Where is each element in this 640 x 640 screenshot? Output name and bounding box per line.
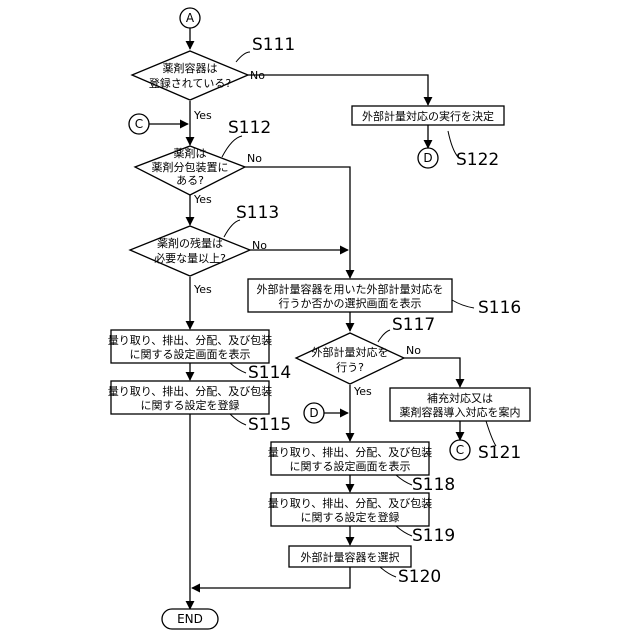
step-label-s122: S122 — [456, 150, 499, 170]
leader-line — [222, 136, 242, 157]
process-text: 量り取り、排出、分配、及び包装 — [268, 445, 433, 459]
process-text: 補充対応又は — [427, 391, 493, 405]
decision-text: 外部計量対応を — [312, 345, 389, 359]
step-label-s111: S111 — [252, 35, 295, 55]
decision-text: 必要な量以上? — [154, 252, 226, 265]
process-text: 外部計量対応の実行を決定 — [362, 109, 494, 123]
no-label: No — [252, 239, 267, 252]
leader-line — [380, 567, 396, 577]
decision-text: 行う? — [336, 361, 364, 374]
yes-label: Yes — [193, 109, 212, 122]
process-s118: 量り取り、排出、分配、及び包装 に関する設定画面を表示 — [268, 442, 433, 475]
end-terminator: END — [162, 609, 218, 629]
end-label: END — [177, 612, 203, 626]
process-text: 量り取り、排出、分配、及び包装 — [108, 384, 273, 398]
yes-label: Yes — [193, 193, 212, 206]
decision-text: 登録されている? — [149, 76, 232, 90]
process-text: に関する設定画面を表示 — [290, 459, 411, 473]
connector-label: D — [423, 151, 432, 165]
process-text: 薬剤容器導入対応を案内 — [400, 405, 521, 419]
step-label-s114: S114 — [248, 363, 291, 383]
process-text: 量り取り、排出、分配、及び包装 — [108, 333, 273, 347]
decision-text: 薬剤分包装置に — [152, 160, 229, 174]
leader-line — [230, 414, 246, 425]
step-label-s118: S118 — [412, 475, 455, 495]
process-s116: 外部計量容器を用いた外部計量対応を 行うか否かの選択画面を表示 — [248, 279, 452, 312]
connector-d-exit: D — [418, 148, 438, 168]
decision-text: ある? — [176, 174, 204, 187]
decision-s117: 外部計量対応を 行う? — [296, 333, 404, 384]
process-text: 外部計量容器を用いた外部計量対応を — [257, 282, 444, 296]
connector-a-top: A — [180, 8, 200, 28]
process-text: 行うか否かの選択画面を表示 — [279, 296, 422, 310]
process-s119: 量り取り、排出、分配、及び包装 に関する設定を登録 — [268, 493, 433, 526]
step-label-s116: S116 — [478, 298, 521, 318]
process-s122: 外部計量対応の実行を決定 — [352, 106, 504, 125]
leader-line — [396, 526, 412, 536]
process-s121: 補充対応又は 薬剤容器導入対応を案内 — [390, 388, 530, 421]
leader-line — [396, 475, 412, 485]
process-text: に関する設定を登録 — [141, 398, 240, 412]
yes-label: Yes — [193, 283, 212, 296]
process-text: に関する設定画面を表示 — [130, 347, 251, 361]
decision-text: 薬剤容器は — [163, 61, 218, 75]
connector-c-entry: C — [129, 114, 149, 134]
decision-s111: 薬剤容器は 登録されている? — [132, 51, 248, 100]
leader-line — [236, 52, 250, 62]
step-label-s120: S120 — [398, 567, 441, 587]
no-label: No — [250, 69, 265, 82]
connector-d-entry: D — [304, 403, 324, 423]
step-label-s113: S113 — [236, 203, 279, 223]
step-label-s117: S117 — [392, 315, 435, 335]
flow-arrow — [192, 567, 350, 588]
process-s115: 量り取り、排出、分配、及び包装 に関する設定を登録 — [108, 381, 273, 414]
step-label-s112: S112 — [228, 118, 271, 138]
step-label-s119: S119 — [412, 526, 455, 546]
leader-line — [452, 300, 474, 308]
connector-label: D — [309, 406, 318, 420]
process-text: に関する設定を登録 — [301, 510, 400, 524]
flow-arrow — [404, 358, 460, 387]
process-text: 量り取り、排出、分配、及び包装 — [268, 496, 433, 510]
decision-s113: 薬剤の残量は 必要な量以上? — [130, 226, 250, 276]
connector-label: A — [186, 11, 195, 25]
step-label-s121: S121 — [478, 443, 521, 463]
flow-arrow — [248, 75, 428, 105]
process-text: 外部計量容器を選択 — [301, 550, 400, 564]
leader-line — [230, 363, 246, 373]
process-s120: 外部計量容器を選択 — [289, 546, 411, 567]
decision-text: 薬剤は — [174, 146, 207, 160]
decision-text: 薬剤の残量は — [157, 236, 223, 250]
leader-line — [378, 330, 390, 342]
process-s114: 量り取り、排出、分配、及び包装 に関する設定画面を表示 — [108, 330, 273, 363]
decision-s112: 薬剤は 薬剤分包装置に ある? — [135, 146, 245, 195]
no-label: No — [406, 344, 421, 357]
connector-label: C — [456, 443, 464, 457]
no-label: No — [247, 152, 262, 165]
connector-label: C — [135, 117, 143, 131]
step-label-s115: S115 — [248, 415, 291, 435]
yes-label: Yes — [353, 385, 372, 398]
connector-c-exit: C — [450, 440, 470, 460]
